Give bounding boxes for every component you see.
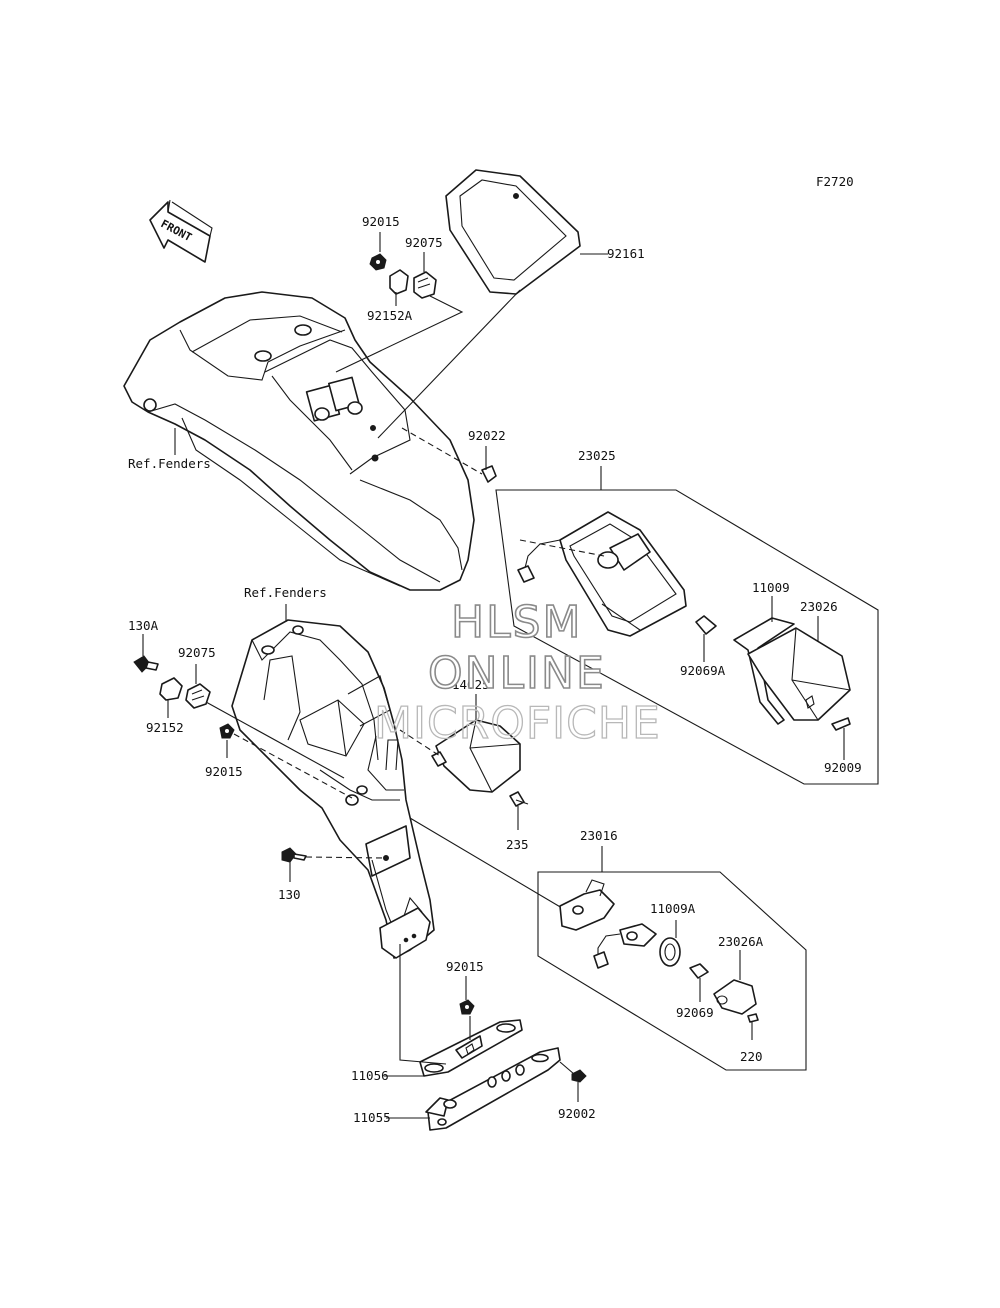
part-92161-frame: 92161 bbox=[445, 169, 645, 295]
label-23026: 23026 bbox=[800, 599, 838, 614]
hardware-left: 130A 92075 92152 92015 bbox=[128, 618, 353, 799]
label-92015-bot: 92015 bbox=[446, 959, 484, 974]
label-220: 220 bbox=[740, 1049, 763, 1064]
front-arrow-icon: FRONT bbox=[149, 199, 213, 263]
license-brackets: 11056 11055 92015 92002 bbox=[351, 944, 596, 1131]
hardware-top: 92015 92075 92152A bbox=[335, 214, 521, 439]
watermark-line2: ONLINE bbox=[428, 648, 606, 699]
part-23026-lens: 11009 23026 92009 92069A bbox=[680, 580, 862, 775]
label-23026a: 23026A bbox=[718, 934, 764, 949]
label-92022: 92022 bbox=[468, 428, 506, 443]
label-92152a: 92152A bbox=[367, 308, 413, 323]
label-92015-mid: 92015 bbox=[205, 764, 243, 779]
label-92152: 92152 bbox=[146, 720, 184, 735]
label-14025: 14025 bbox=[452, 677, 490, 692]
label-92002: 92002 bbox=[558, 1106, 596, 1121]
label-130a: 130A bbox=[128, 618, 159, 633]
watermark-line1: HLSM bbox=[451, 597, 583, 648]
label-11009a: 11009A bbox=[650, 901, 696, 916]
assembly-23025: 23025 92022 bbox=[401, 427, 879, 785]
label-92069: 92069 bbox=[676, 1005, 714, 1020]
label-92161: 92161 bbox=[607, 246, 645, 261]
label-ref-fenders-top: Ref.Fenders bbox=[128, 456, 211, 471]
watermark: HLSM ONLINE MICROFICHE bbox=[373, 596, 661, 749]
label-130: 130 bbox=[278, 887, 301, 902]
lower-fender bbox=[231, 619, 435, 959]
label-92009: 92009 bbox=[824, 760, 862, 775]
label-11056: 11056 bbox=[351, 1068, 389, 1083]
label-11009: 11009 bbox=[752, 580, 790, 595]
figure-code: F2720 bbox=[816, 174, 854, 189]
part-14025: 14025 235 bbox=[399, 677, 529, 852]
label-92075-top: 92075 bbox=[405, 235, 443, 250]
label-92015-top: 92015 bbox=[362, 214, 400, 229]
assembly-23016: 23016 11009A 92069 23026A 220 bbox=[409, 817, 807, 1071]
label-23025: 23025 bbox=[578, 448, 616, 463]
watermark-line3: MICROFICHE bbox=[374, 698, 661, 749]
label-23016: 23016 bbox=[580, 828, 618, 843]
label-235: 235 bbox=[506, 837, 529, 852]
label-92075-mid: 92075 bbox=[178, 645, 216, 660]
label-92069a: 92069A bbox=[680, 663, 726, 678]
label-11055: 11055 bbox=[353, 1110, 391, 1125]
part-130: 130 bbox=[278, 847, 385, 902]
label-ref-fenders-mid: Ref.Fenders bbox=[244, 585, 327, 600]
upper-fender bbox=[123, 291, 475, 591]
